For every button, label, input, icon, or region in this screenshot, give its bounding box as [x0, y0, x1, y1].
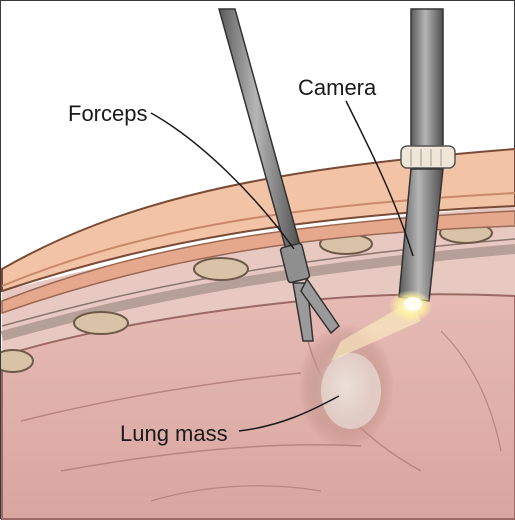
- camera-label: Camera: [298, 75, 377, 100]
- rib: [1, 350, 33, 372]
- forceps-label: Forceps: [68, 101, 147, 126]
- rib: [194, 258, 248, 280]
- lung-mass-label: Lung mass: [120, 421, 228, 446]
- rib: [74, 312, 128, 334]
